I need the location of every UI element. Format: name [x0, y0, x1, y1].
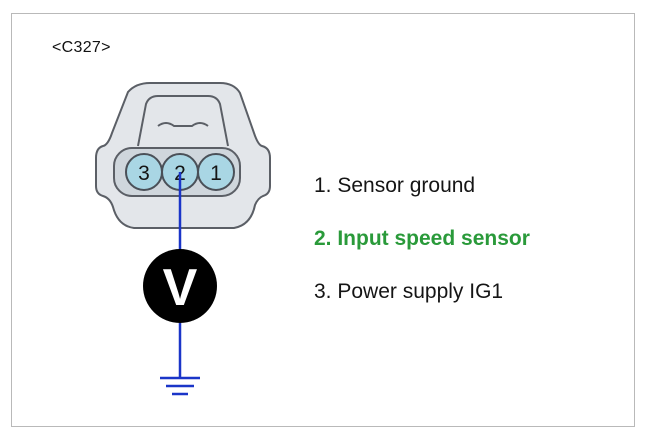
legend-item-pin-3: 3. Power supply IG1	[314, 280, 504, 303]
pin-3: 3	[125, 153, 163, 191]
legend-item-pin-1: 1. Sensor ground	[314, 174, 476, 197]
pin-1-label: 1	[210, 162, 222, 185]
voltmeter-symbol: V	[163, 259, 198, 317]
legend-item-pin-2: 2. Input speed sensor	[314, 227, 530, 250]
ground-icon	[160, 376, 200, 396]
connector-latch	[137, 95, 229, 147]
connector-id-label: <C327>	[52, 39, 111, 56]
pin-1: 1	[197, 153, 235, 191]
pin-3-label: 3	[138, 162, 150, 185]
connector-latch-tab	[157, 122, 209, 127]
voltmeter-icon: V	[143, 249, 217, 323]
diagram-frame	[11, 13, 635, 427]
